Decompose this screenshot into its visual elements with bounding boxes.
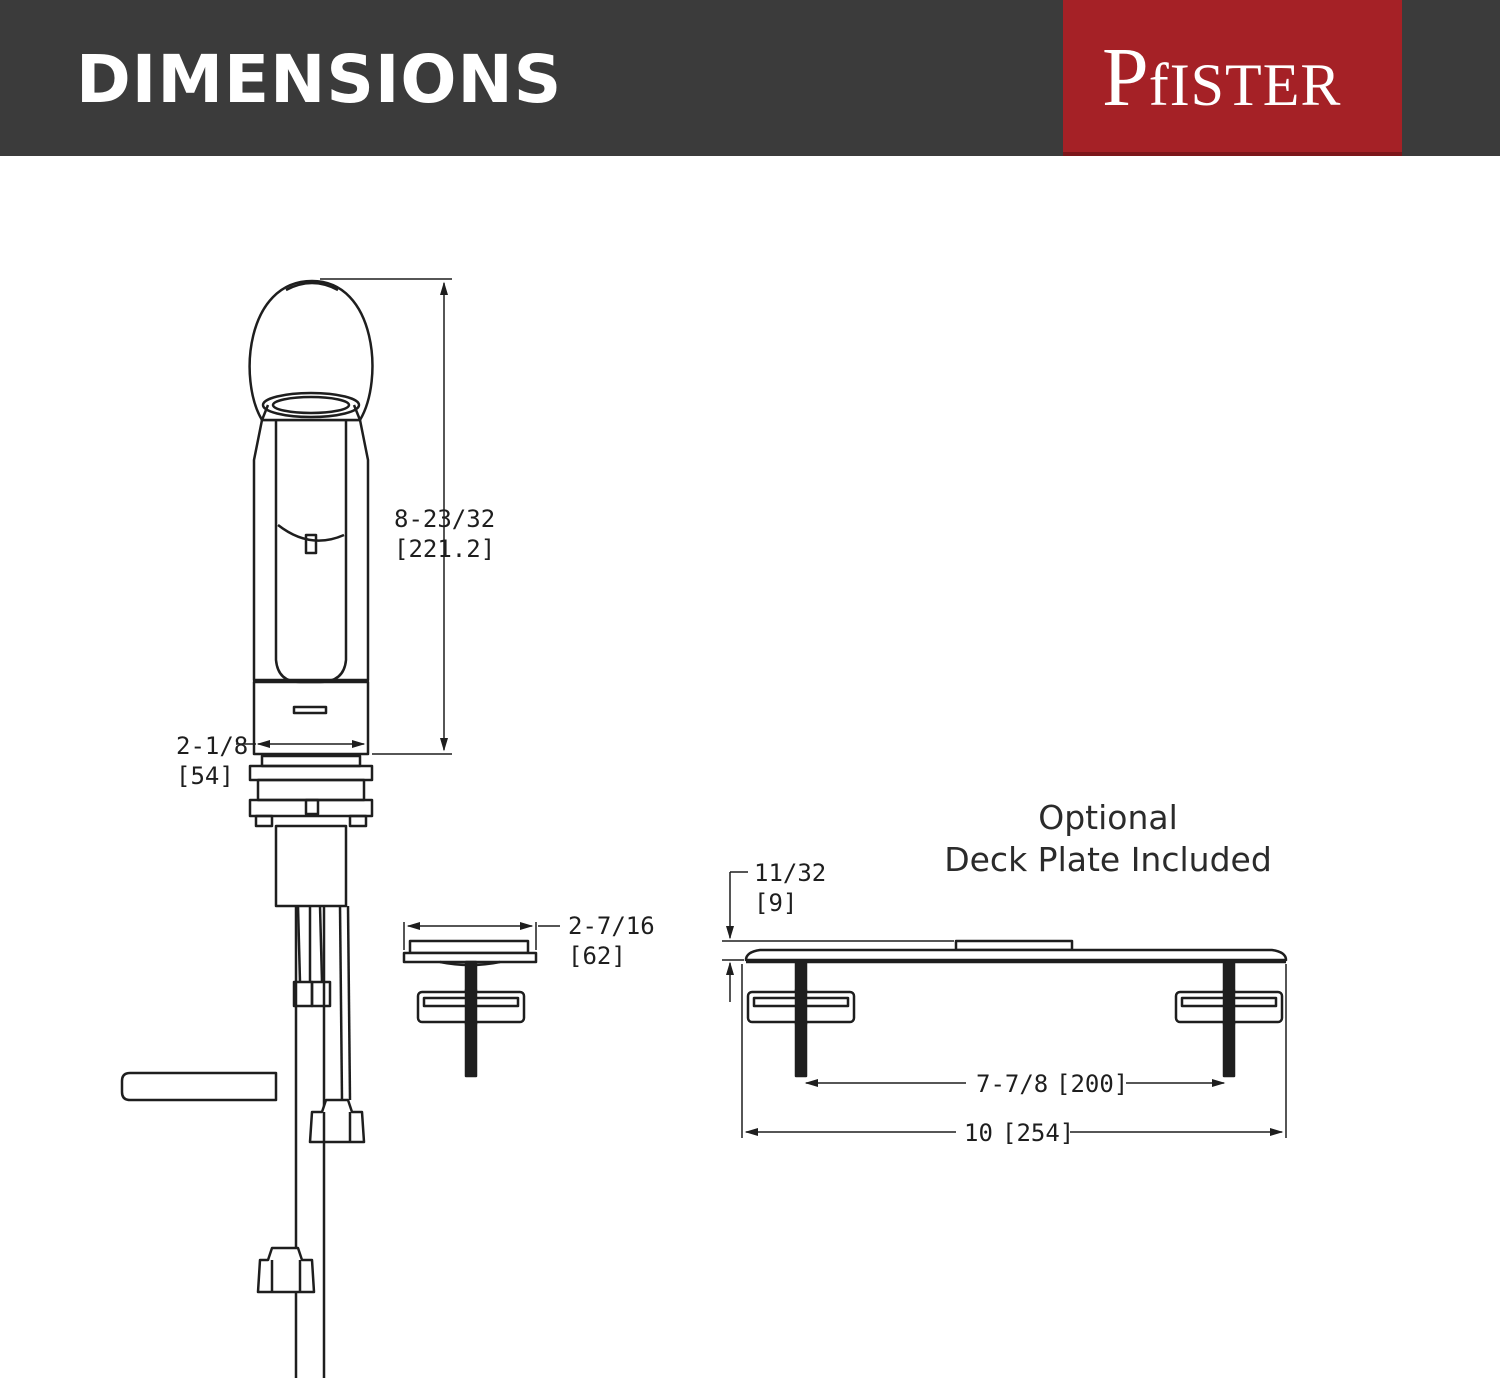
plug-width-metric: [62]	[568, 942, 626, 970]
page-title: DIMENSIONS	[76, 41, 563, 118]
deck-plate-caption-line2: Deck Plate Included	[944, 840, 1272, 879]
deck-plate-length-fraction: 10	[964, 1119, 993, 1147]
plug-width-dimension	[403, 921, 560, 950]
lift-rod	[120, 1071, 278, 1102]
brand-block	[1063, 0, 1402, 156]
faucet-height-dimension	[320, 278, 452, 755]
faucet-handle	[248, 279, 374, 422]
deck-plate-thickness-fraction: 11/32	[754, 859, 826, 887]
lower-supply-nut	[256, 1246, 316, 1294]
deck-plate-length-dimension	[741, 964, 1287, 1138]
deck-plate-spacing-fraction: 7-7/8	[976, 1070, 1048, 1098]
deck-plate-drawing	[744, 939, 1288, 1078]
upper-supply-nut	[308, 1098, 366, 1144]
faucet-body	[252, 418, 370, 682]
plug-drawing	[402, 939, 538, 1078]
faucet-spout	[274, 403, 348, 684]
plug-width-fraction: 2-7/16	[568, 912, 655, 940]
faucet-base-width-fraction: 2-1/8	[176, 732, 248, 760]
logo-initial: P	[1102, 31, 1149, 124]
pfister-logo: PfISTER	[1102, 28, 1341, 151]
deck-plate-spacing-metric: [200]	[1056, 1070, 1128, 1098]
faucet-drawing	[120, 279, 374, 1378]
faucet-height-fraction: 8-23/32	[394, 505, 495, 533]
logo-rest: fISTER	[1148, 52, 1342, 118]
deck-plate-thickness-metric: [9]	[754, 889, 797, 917]
faucet-height-metric: [221.2]	[394, 535, 495, 563]
deck-plate-caption-line1: Optional	[1038, 798, 1178, 837]
deck-plate-length-metric: [254]	[1002, 1119, 1074, 1147]
faucet-base-width-metric: [54]	[176, 762, 234, 790]
deck-plate-thickness-dimension	[722, 871, 954, 1002]
faucet-base	[252, 680, 370, 756]
deck-plate-body	[744, 948, 1288, 962]
faucet-shank	[274, 824, 348, 908]
